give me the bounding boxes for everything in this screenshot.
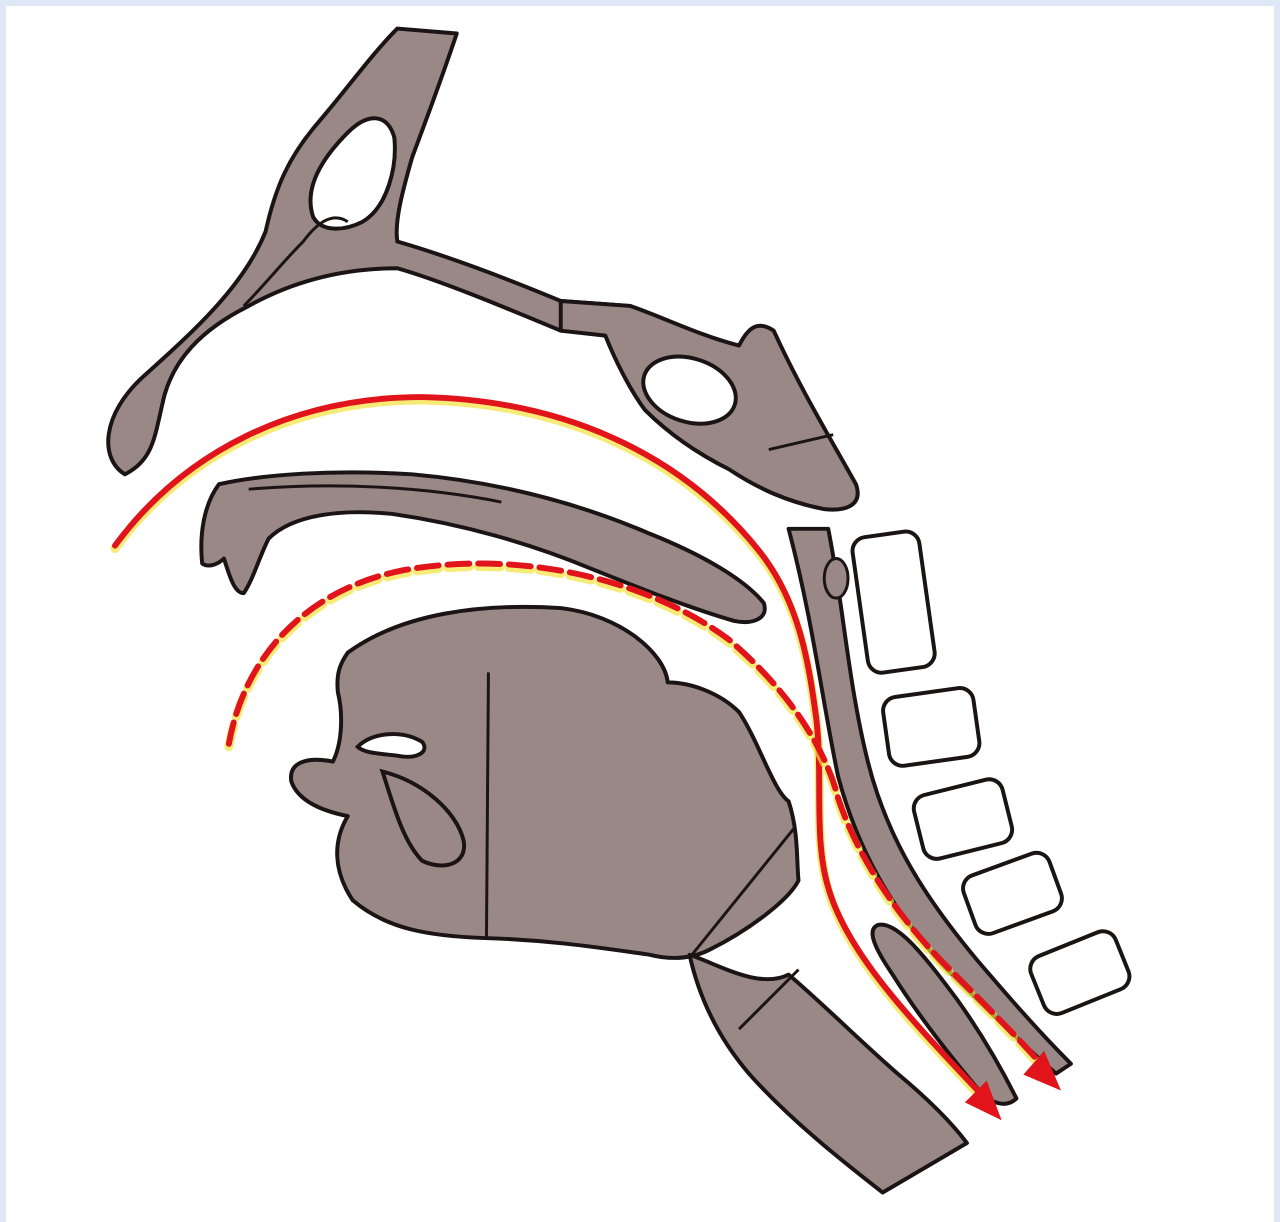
teeth bbox=[358, 734, 425, 757]
atlas-arch bbox=[824, 559, 848, 599]
palate bbox=[201, 472, 764, 622]
tongue-midline bbox=[486, 672, 488, 939]
vertebra bbox=[911, 776, 1015, 861]
tongue bbox=[291, 607, 798, 958]
vertebra bbox=[1026, 927, 1134, 1018]
vertebra bbox=[959, 849, 1066, 938]
diagram-canvas bbox=[6, 6, 1274, 1222]
vertebra bbox=[851, 530, 937, 675]
sagittal-head-diagram bbox=[6, 6, 1274, 1222]
vertebra bbox=[881, 686, 981, 767]
